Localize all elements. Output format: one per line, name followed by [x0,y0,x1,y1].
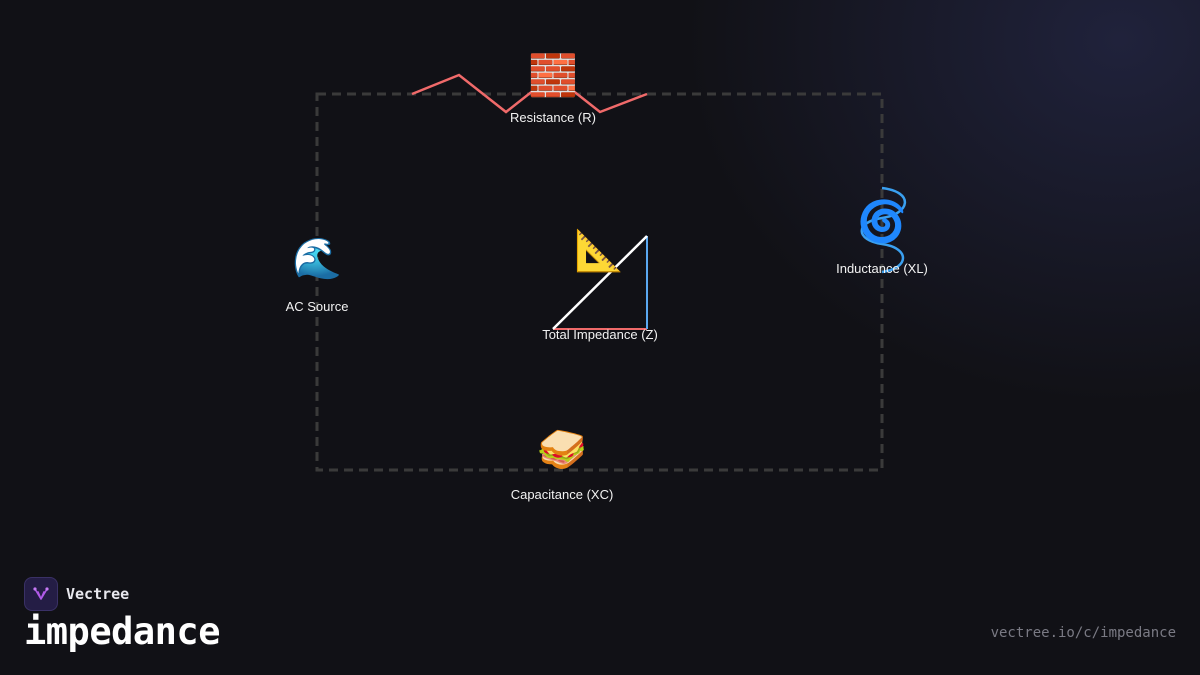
brand-name: Vectree [66,585,130,603]
brand[interactable]: Vectree [24,577,129,611]
resistance-label: Resistance (R) [510,110,596,125]
triangle-ruler-icon: 📐 [574,228,624,274]
capacitance-label: Capacitance (XC) [510,487,614,502]
inductance-label: Inductance (XL) [836,261,928,276]
wave-icon: 🌊 [292,236,342,282]
resistor-zigzag [411,73,648,114]
vectree-logo-icon [24,577,58,611]
brick-icon: 🧱 [528,53,578,99]
page-title: impedance [24,610,220,653]
circuit-loop [315,92,884,472]
spiral-icon: 🌀 [857,199,907,245]
inductor-coil [860,186,907,274]
ac-source-label: AC Source [285,299,349,314]
sandwich-icon: 🥪 [537,427,587,473]
page-url[interactable]: vectree.io/c/impedance [990,625,1176,641]
impedance-label: Total Impedance (Z) [542,327,658,342]
triangle-hypotenuse [552,235,648,330]
